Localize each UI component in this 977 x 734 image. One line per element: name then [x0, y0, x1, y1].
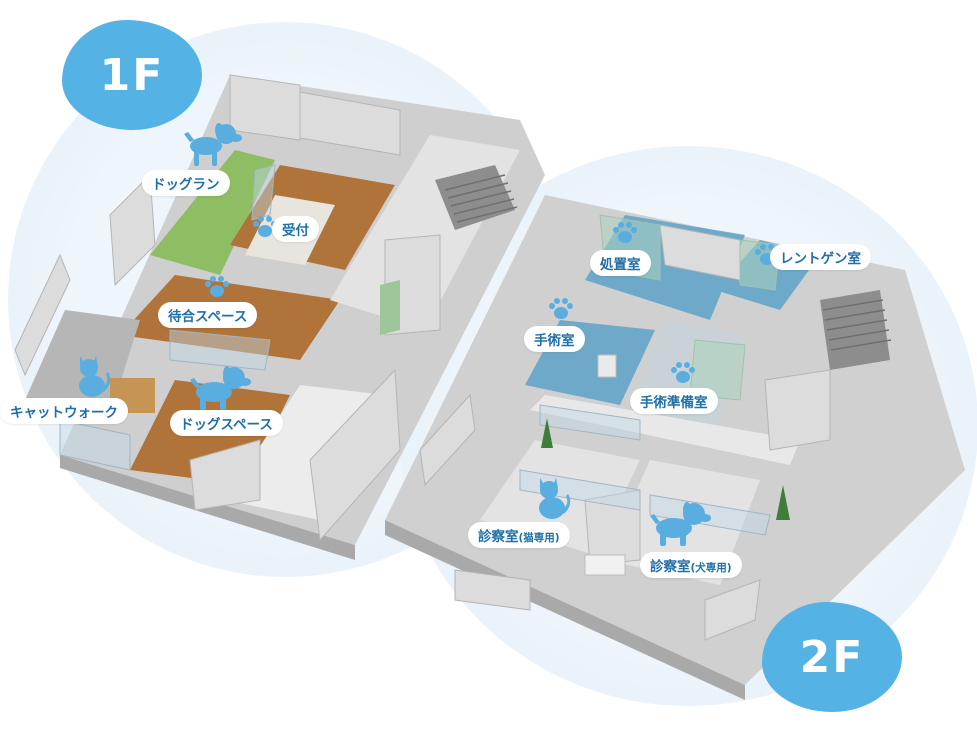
dog-space-label: ドッグスペース	[170, 410, 283, 436]
exam-room-dog-label: 診察室(犬専用)	[640, 552, 742, 578]
dog-icon	[190, 366, 251, 410]
cat-icon	[539, 478, 571, 519]
paw-icon	[549, 298, 573, 319]
paw-icon	[671, 362, 695, 383]
reception-label: 受付	[272, 216, 319, 242]
paw-icon	[613, 222, 637, 243]
waiting-space-label: 待合スペース	[158, 302, 258, 328]
floor-2-badge: 2F	[762, 602, 902, 712]
treatment-room-label: 処置室	[590, 250, 651, 276]
exam-room-cat-label: 診察室(猫専用)	[468, 522, 570, 548]
xray-room-label: レントゲン室	[770, 244, 871, 270]
exam-room-cat-title: 診察室	[478, 529, 519, 545]
dog-run-label: ドッグラン	[142, 170, 230, 196]
cat-walk-label: キャットウォーク	[0, 398, 128, 424]
dog-icon	[650, 502, 711, 546]
surgery-prep-room-label: 手術準備室	[630, 388, 718, 414]
dog-icon	[184, 123, 242, 166]
exam-room-cat-note: (猫専用)	[518, 532, 560, 544]
exam-room-dog-note: (犬専用)	[690, 562, 732, 574]
floor-1-badge: 1F	[62, 20, 202, 130]
surgery-room-label: 手術室	[524, 326, 585, 352]
exam-room-dog-title: 診察室	[650, 559, 691, 575]
paw-icon	[205, 276, 229, 297]
cat-icon	[79, 356, 111, 397]
